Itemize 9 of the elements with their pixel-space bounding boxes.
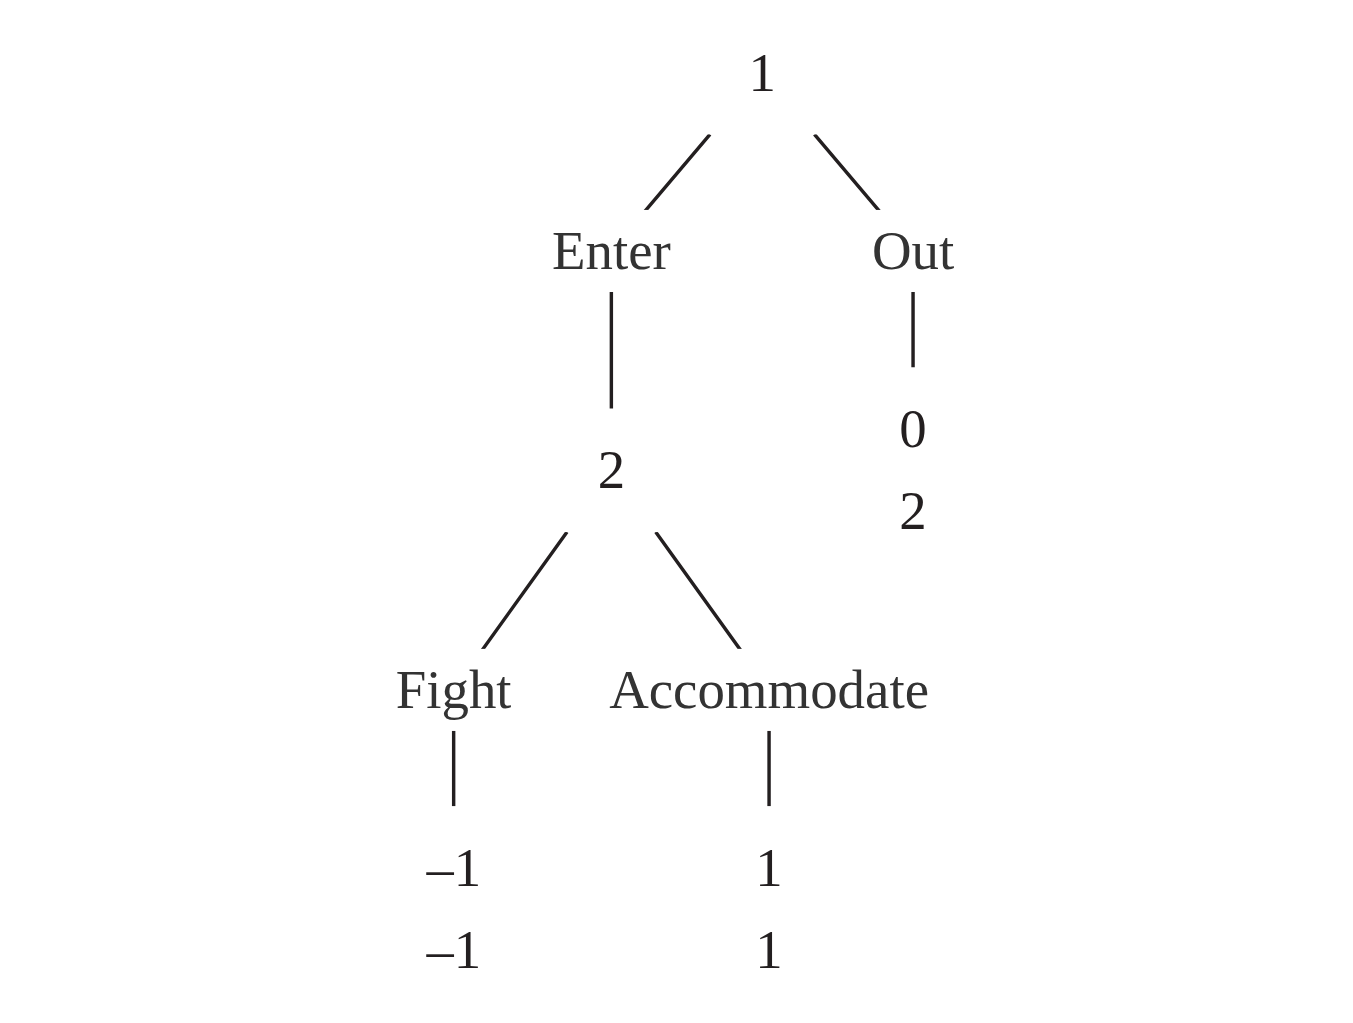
edge-label: Enter [551, 219, 671, 282]
node-text: 2 [597, 438, 626, 501]
node-text: 1 [748, 41, 776, 103]
node-text: 0 2 [899, 397, 927, 542]
node-text: –1 –1 [426, 836, 482, 981]
edge-label: Accommodate [609, 658, 929, 720]
edge-label: Out [871, 219, 955, 282]
edge-label: Fight [395, 658, 512, 720]
node-text: 1 1 [755, 836, 783, 981]
